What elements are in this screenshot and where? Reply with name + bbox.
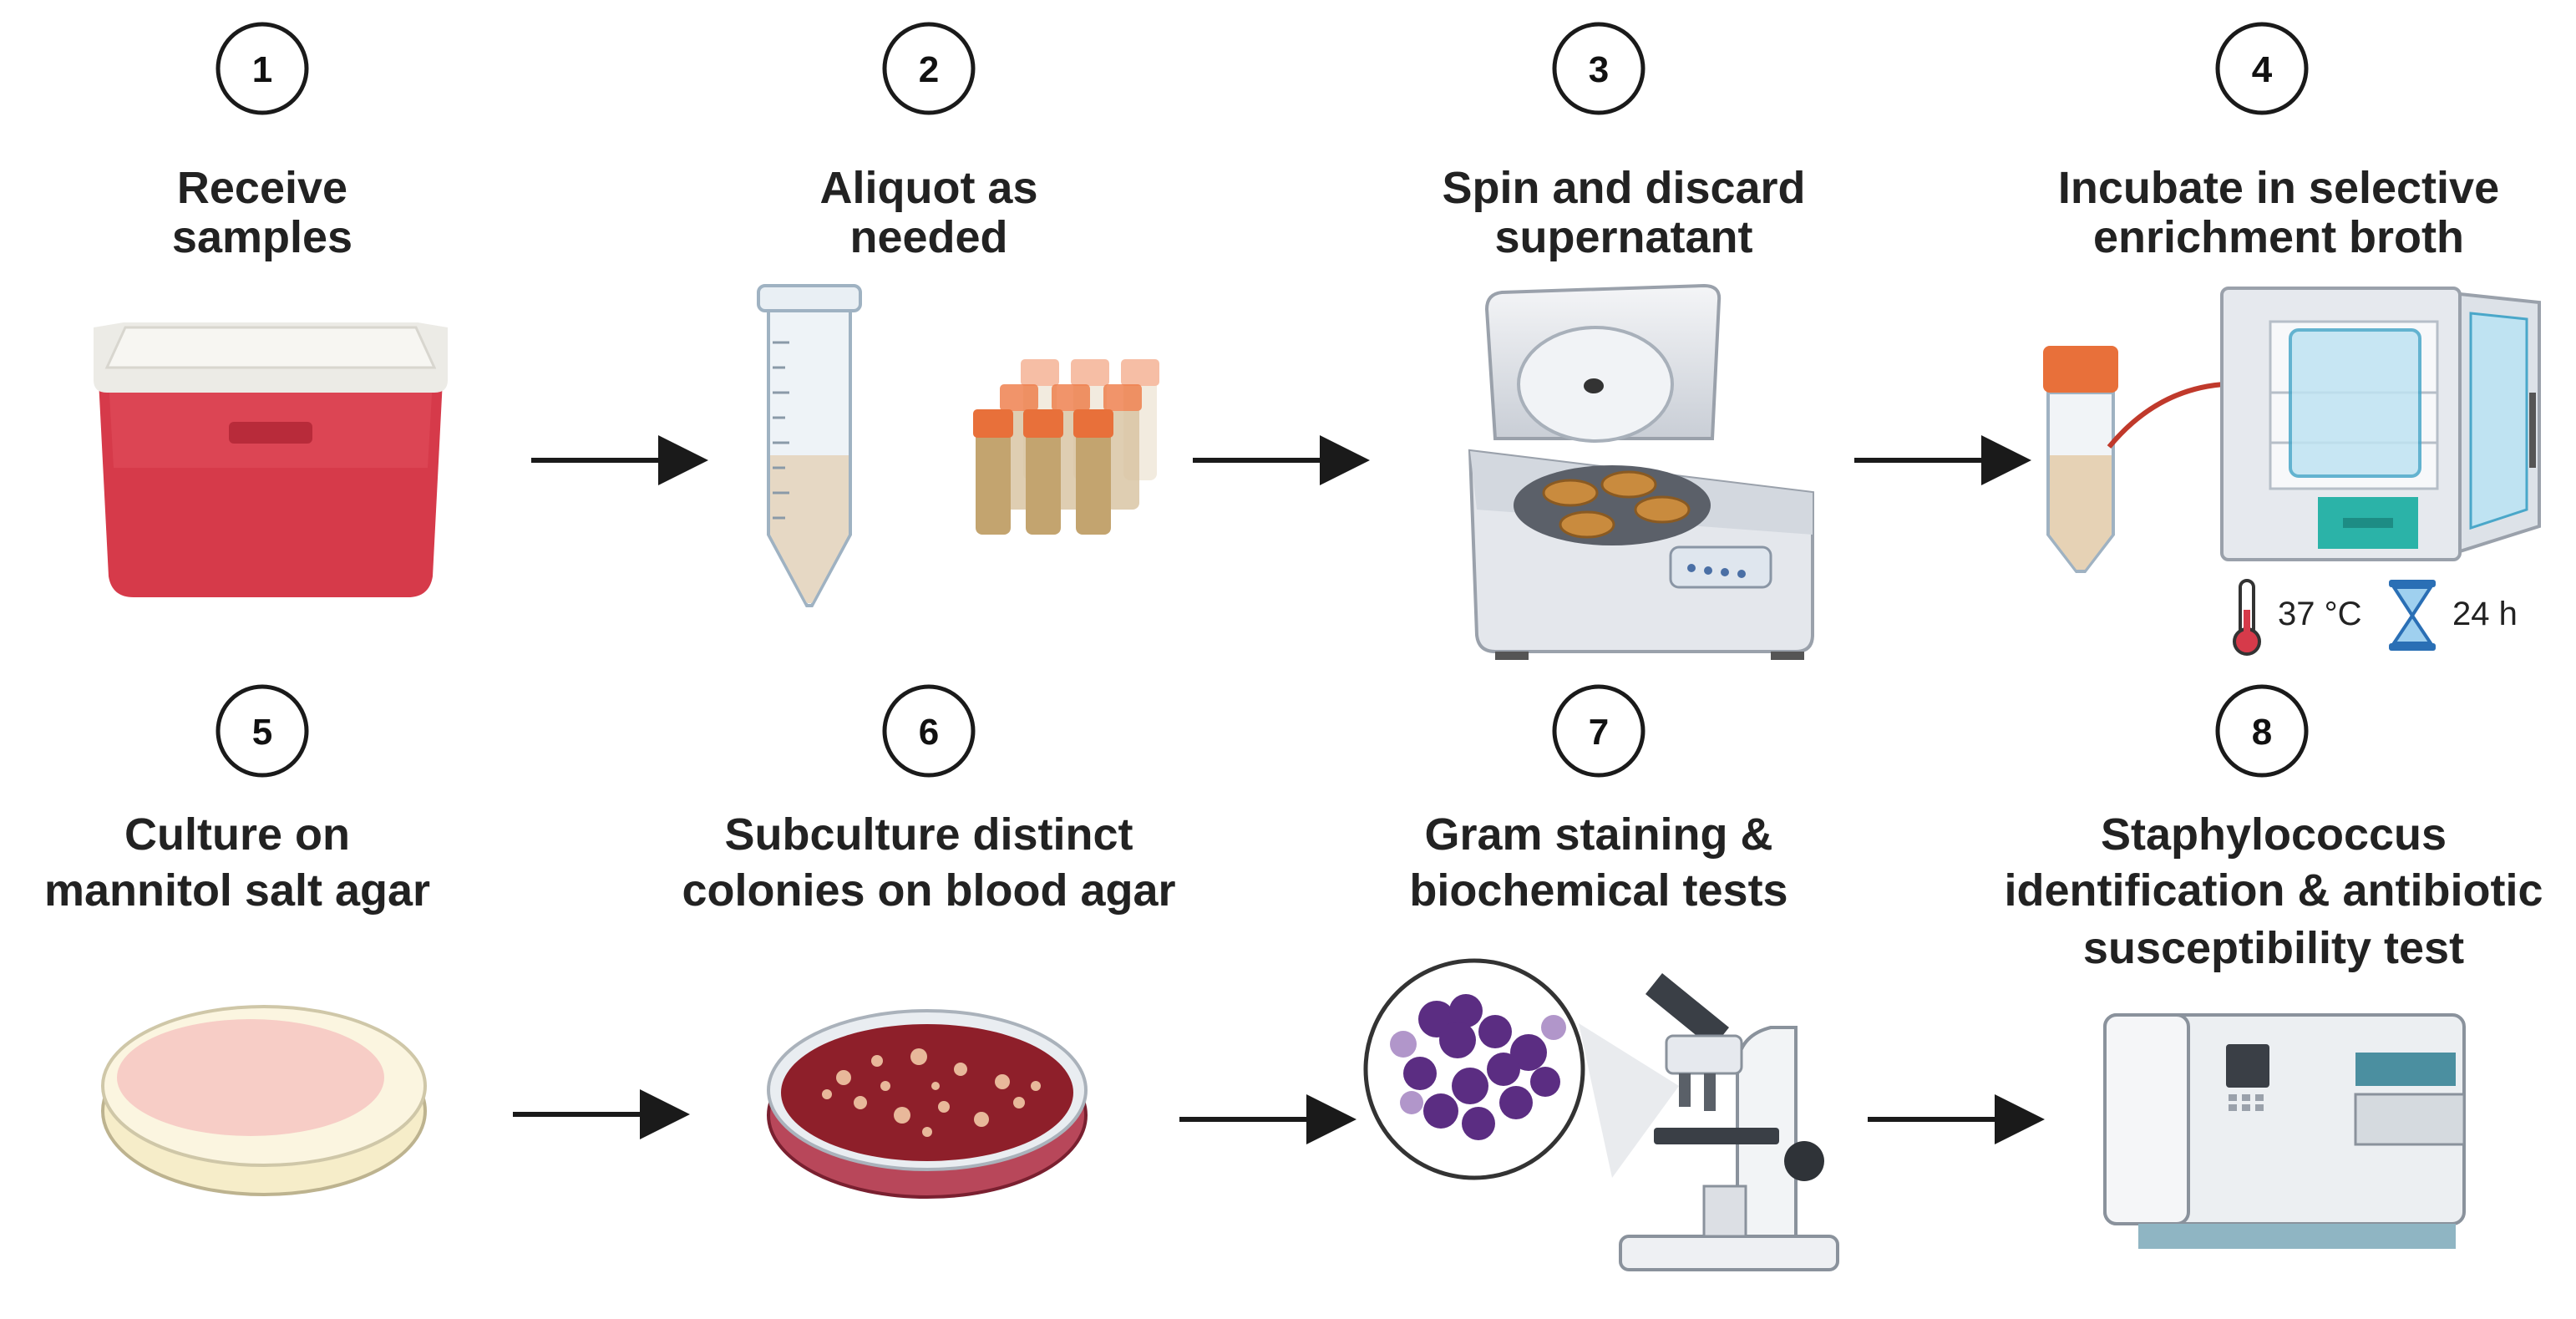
- step-2-number-circle: [882, 22, 976, 115]
- step-6-title-line-1: Subculture distinct: [724, 809, 1133, 860]
- step-8-title-line-2: identification & antibiotic: [2005, 865, 2543, 916]
- step-3-number-circle: [1552, 22, 1645, 115]
- step-5-number-circle: [216, 684, 309, 778]
- step-4: 4 Incubate in selective enrichment broth: [2043, 22, 2541, 656]
- step-1-number-circle: [216, 22, 309, 115]
- step-4-title-line-2: enrichment broth: [2093, 212, 2464, 262]
- step-5-number: 5: [252, 712, 272, 753]
- step-4-number-circle: [2215, 22, 2309, 115]
- step-8-number: 8: [2252, 712, 2272, 753]
- incubation-duration: 24 h: [2452, 596, 2518, 632]
- step-1: 1 Receive samples: [94, 22, 448, 597]
- step-2-title-line-1: Aliquot as: [819, 163, 1037, 213]
- step-6-number: 6: [919, 712, 939, 753]
- step-6: 6 Subculture distinct colonies on blood …: [682, 684, 1176, 1199]
- step-8-number-circle: [2215, 684, 2309, 778]
- conical-tube-and-vials-icon: [757, 284, 1159, 607]
- step-2-number: 2: [919, 49, 939, 90]
- step-1-number: 1: [252, 49, 272, 90]
- step-2-title-line-2: needed: [849, 212, 1007, 262]
- step-5: 5 Culture on mannitol salt agar: [44, 684, 430, 1196]
- step-1-title-line-2: samples: [172, 212, 352, 262]
- step-3-title-line-2: supernatant: [1494, 212, 1752, 262]
- step-8: 8 Staphylococcus identification & antibi…: [2005, 684, 2543, 1249]
- step-3-number: 3: [1589, 49, 1609, 90]
- thermometer-icon: [2233, 579, 2261, 656]
- petri-dish-blood-agar-icon: [767, 1009, 1088, 1199]
- step-8-title-line-1: Staphylococcus: [2101, 809, 2447, 860]
- incubation-temperature: 37 °C: [2278, 596, 2362, 632]
- automated-analyzer-icon: [2103, 1013, 2466, 1249]
- step-3-title-line-1: Spin and discard: [1442, 163, 1805, 213]
- step-5-title-line-1: Culture on: [124, 809, 350, 860]
- step-3: 3 Spin and discard supernatant: [1442, 22, 1814, 660]
- microscope-with-cocci-icon: [1363, 958, 1839, 1271]
- step-7-title-line-1: Gram staining &: [1424, 809, 1772, 860]
- cooler-box-icon: [94, 322, 448, 597]
- step-7-number: 7: [1589, 712, 1609, 753]
- centrifuge-icon: [1468, 283, 1814, 660]
- step-1-title-line-1: Receive: [177, 163, 347, 213]
- step-6-title-line-2: colonies on blood agar: [682, 865, 1175, 916]
- step-2: 2 Aliquot as needed: [757, 22, 1159, 607]
- step-7: 7 Gram staining & biochemical tests: [1363, 684, 1839, 1271]
- step-8-title-line-3: susceptibility test: [2083, 923, 2464, 973]
- step-7-title-line-2: biochemical tests: [1409, 865, 1787, 916]
- step-4-title-line-1: Incubate in selective: [2058, 163, 2499, 213]
- step-5-title-line-2: mannitol salt agar: [44, 865, 430, 916]
- step-7-number-circle: [1552, 684, 1645, 778]
- tube-and-incubator-icon: [2043, 287, 2541, 573]
- hourglass-icon: [2389, 580, 2436, 651]
- incubation-conditions: 37 °C 24 h: [2233, 579, 2518, 656]
- step-6-number-circle: [882, 684, 976, 778]
- step-4-number: 4: [2252, 49, 2273, 90]
- petri-dish-mannitol-icon: [101, 1005, 427, 1196]
